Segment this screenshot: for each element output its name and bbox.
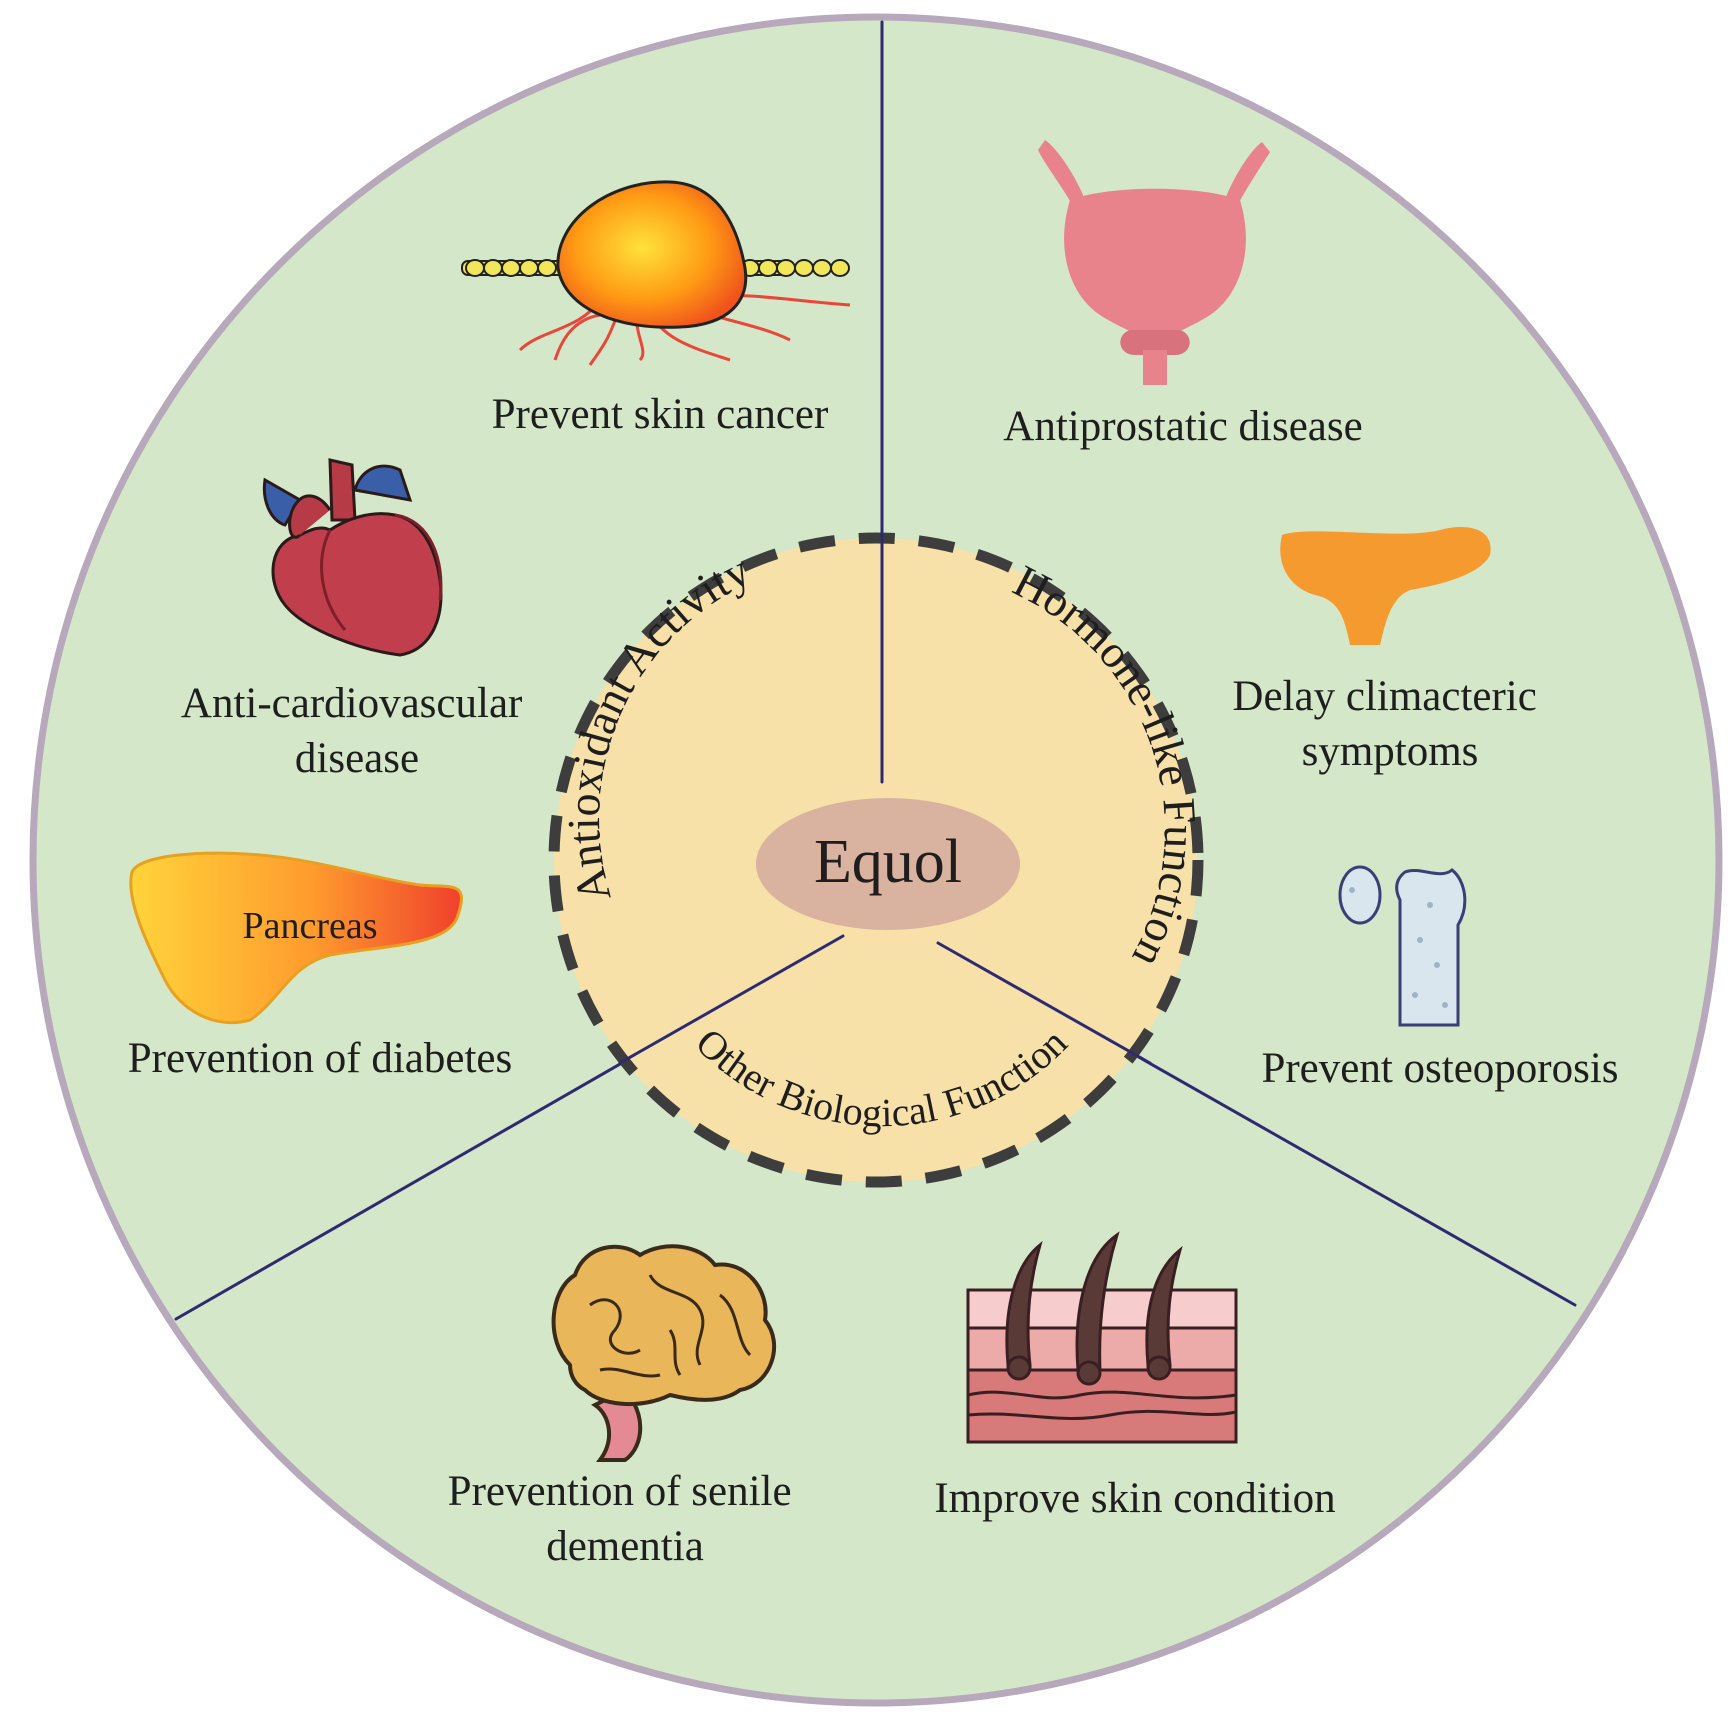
- label-osteoporosis: Prevent osteoporosis: [1261, 1045, 1618, 1092]
- label-climacteric: Delay climacteric symptoms: [1232, 673, 1547, 775]
- brain-icon: [551, 1244, 776, 1462]
- label-cardiovascular: Anti-cardiovascular disease: [181, 680, 533, 782]
- skin-icon: [966, 1231, 1238, 1444]
- pancreas-icon: Pancreas: [129, 851, 464, 1025]
- bladder-icon: [1038, 140, 1270, 385]
- label-skin-condition: Improve skin condition: [934, 1475, 1335, 1522]
- heart-icon: [262, 458, 443, 657]
- pancreas-label: Pancreas: [242, 905, 377, 947]
- label-dementia: Prevention of senile dementia: [448, 1468, 803, 1570]
- center-ellipse: [756, 798, 1020, 930]
- label-diabetes: Prevention of diabetes: [128, 1035, 513, 1082]
- uterus-icon: [1280, 527, 1491, 645]
- tumor-icon: [461, 180, 851, 366]
- center-label: Equol: [814, 828, 962, 896]
- bone-icon: [1338, 865, 1467, 1027]
- label-skin-cancer: Prevent skin cancer: [492, 391, 829, 438]
- label-prostatic: Antiprostatic disease: [1003, 403, 1362, 450]
